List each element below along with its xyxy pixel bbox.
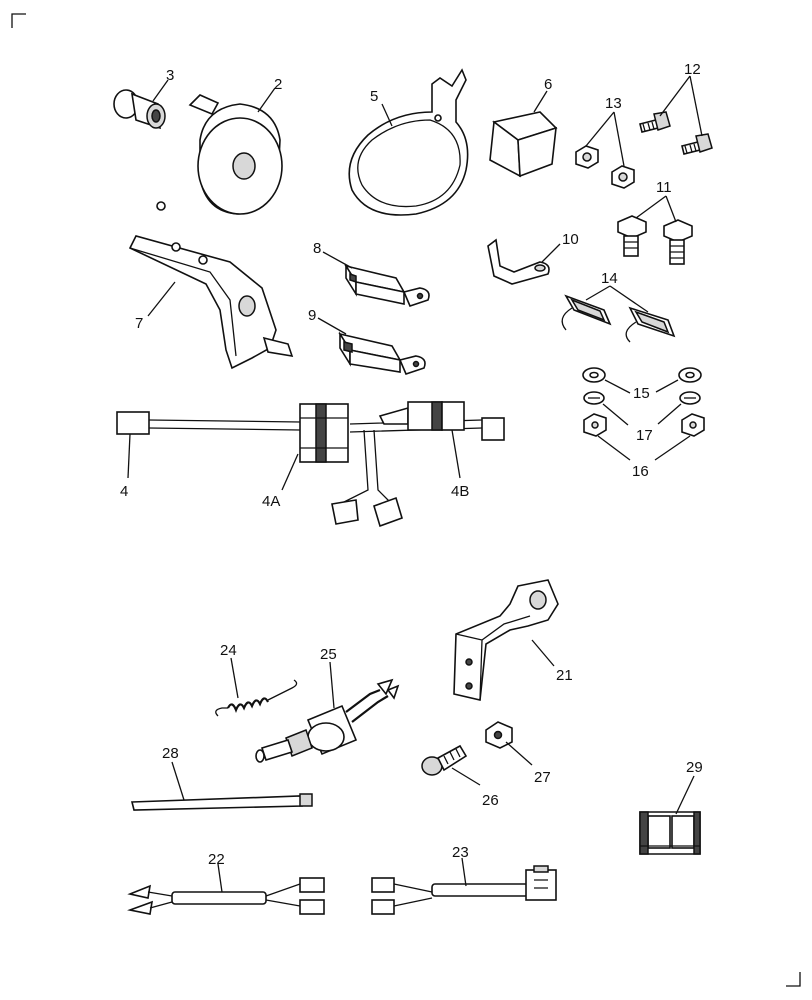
callout-2: 2 — [274, 76, 282, 93]
part-25-switch — [255, 678, 400, 763]
callout-13: 13 — [605, 95, 622, 112]
callout-4: 4 — [120, 483, 128, 500]
part-14-clip-b — [625, 306, 676, 343]
part-14-clip-a — [561, 294, 612, 331]
small-ball — [156, 201, 166, 211]
callout-14: 14 — [601, 270, 618, 287]
callout-28: 28 — [162, 745, 179, 762]
part-15-washer-a — [582, 367, 606, 383]
callout-26: 26 — [482, 792, 499, 809]
part-13-nut-a — [575, 145, 599, 169]
callout-8: 8 — [313, 240, 321, 257]
callout-10: 10 — [562, 231, 579, 248]
part-4a-connector — [299, 403, 349, 463]
callout-3: 3 — [166, 67, 174, 84]
callout-17: 17 — [636, 427, 653, 444]
part-2-horn — [188, 94, 283, 215]
callout-12: 12 — [684, 61, 701, 78]
callout-4b: 4B — [451, 483, 469, 500]
part-17-lockwasher-a — [583, 391, 605, 405]
callout-7: 7 — [135, 315, 143, 332]
callout-15: 15 — [633, 385, 650, 402]
callout-27: 27 — [534, 769, 551, 786]
part-12-bolt-a — [639, 111, 671, 133]
part-5-gasket — [348, 68, 469, 216]
part-21-bracket — [453, 579, 559, 701]
part-12-bolt-b — [681, 133, 713, 155]
corner-mark-top-left — [11, 13, 26, 28]
callout-29: 29 — [686, 759, 703, 776]
part-16-nut-a — [583, 413, 607, 437]
corner-mark-bottom-right — [786, 972, 801, 987]
part-10-clip — [487, 238, 550, 285]
part-13-nut-b — [611, 165, 635, 189]
callout-23: 23 — [452, 844, 469, 861]
callout-9: 9 — [308, 307, 316, 324]
part-17-lockwasher-b — [679, 391, 701, 405]
callout-4a: 4A — [262, 493, 280, 510]
part-9-connector — [338, 331, 426, 375]
part-28-cable-tie — [130, 793, 313, 811]
callout-11: 11 — [656, 179, 672, 196]
callout-22: 22 — [208, 851, 225, 868]
part-11-bolt-b — [663, 219, 693, 265]
part-27-nut — [485, 721, 513, 749]
part-26-bolt — [421, 744, 468, 776]
part-6-cap — [489, 111, 558, 178]
part-23-harness — [371, 865, 557, 915]
part-4-wiring-harness — [116, 411, 505, 528]
part-8-connector — [344, 263, 430, 307]
part-16-nut-b — [681, 413, 705, 437]
callout-5: 5 — [370, 88, 378, 105]
part-3-bushing — [113, 89, 166, 130]
part-15-washer-b — [678, 367, 702, 383]
callout-21: 21 — [556, 667, 573, 684]
callout-6: 6 — [544, 76, 552, 93]
callout-16: 16 — [632, 463, 649, 480]
part-11-bolt-a — [617, 215, 647, 257]
part-24-spring — [215, 679, 298, 717]
callout-25: 25 — [320, 646, 337, 663]
part-22-harness — [127, 877, 325, 915]
part-7-bracket — [128, 235, 294, 370]
part-29-holder — [639, 811, 701, 855]
part-4b-connector — [378, 401, 465, 431]
callout-24: 24 — [220, 642, 237, 659]
